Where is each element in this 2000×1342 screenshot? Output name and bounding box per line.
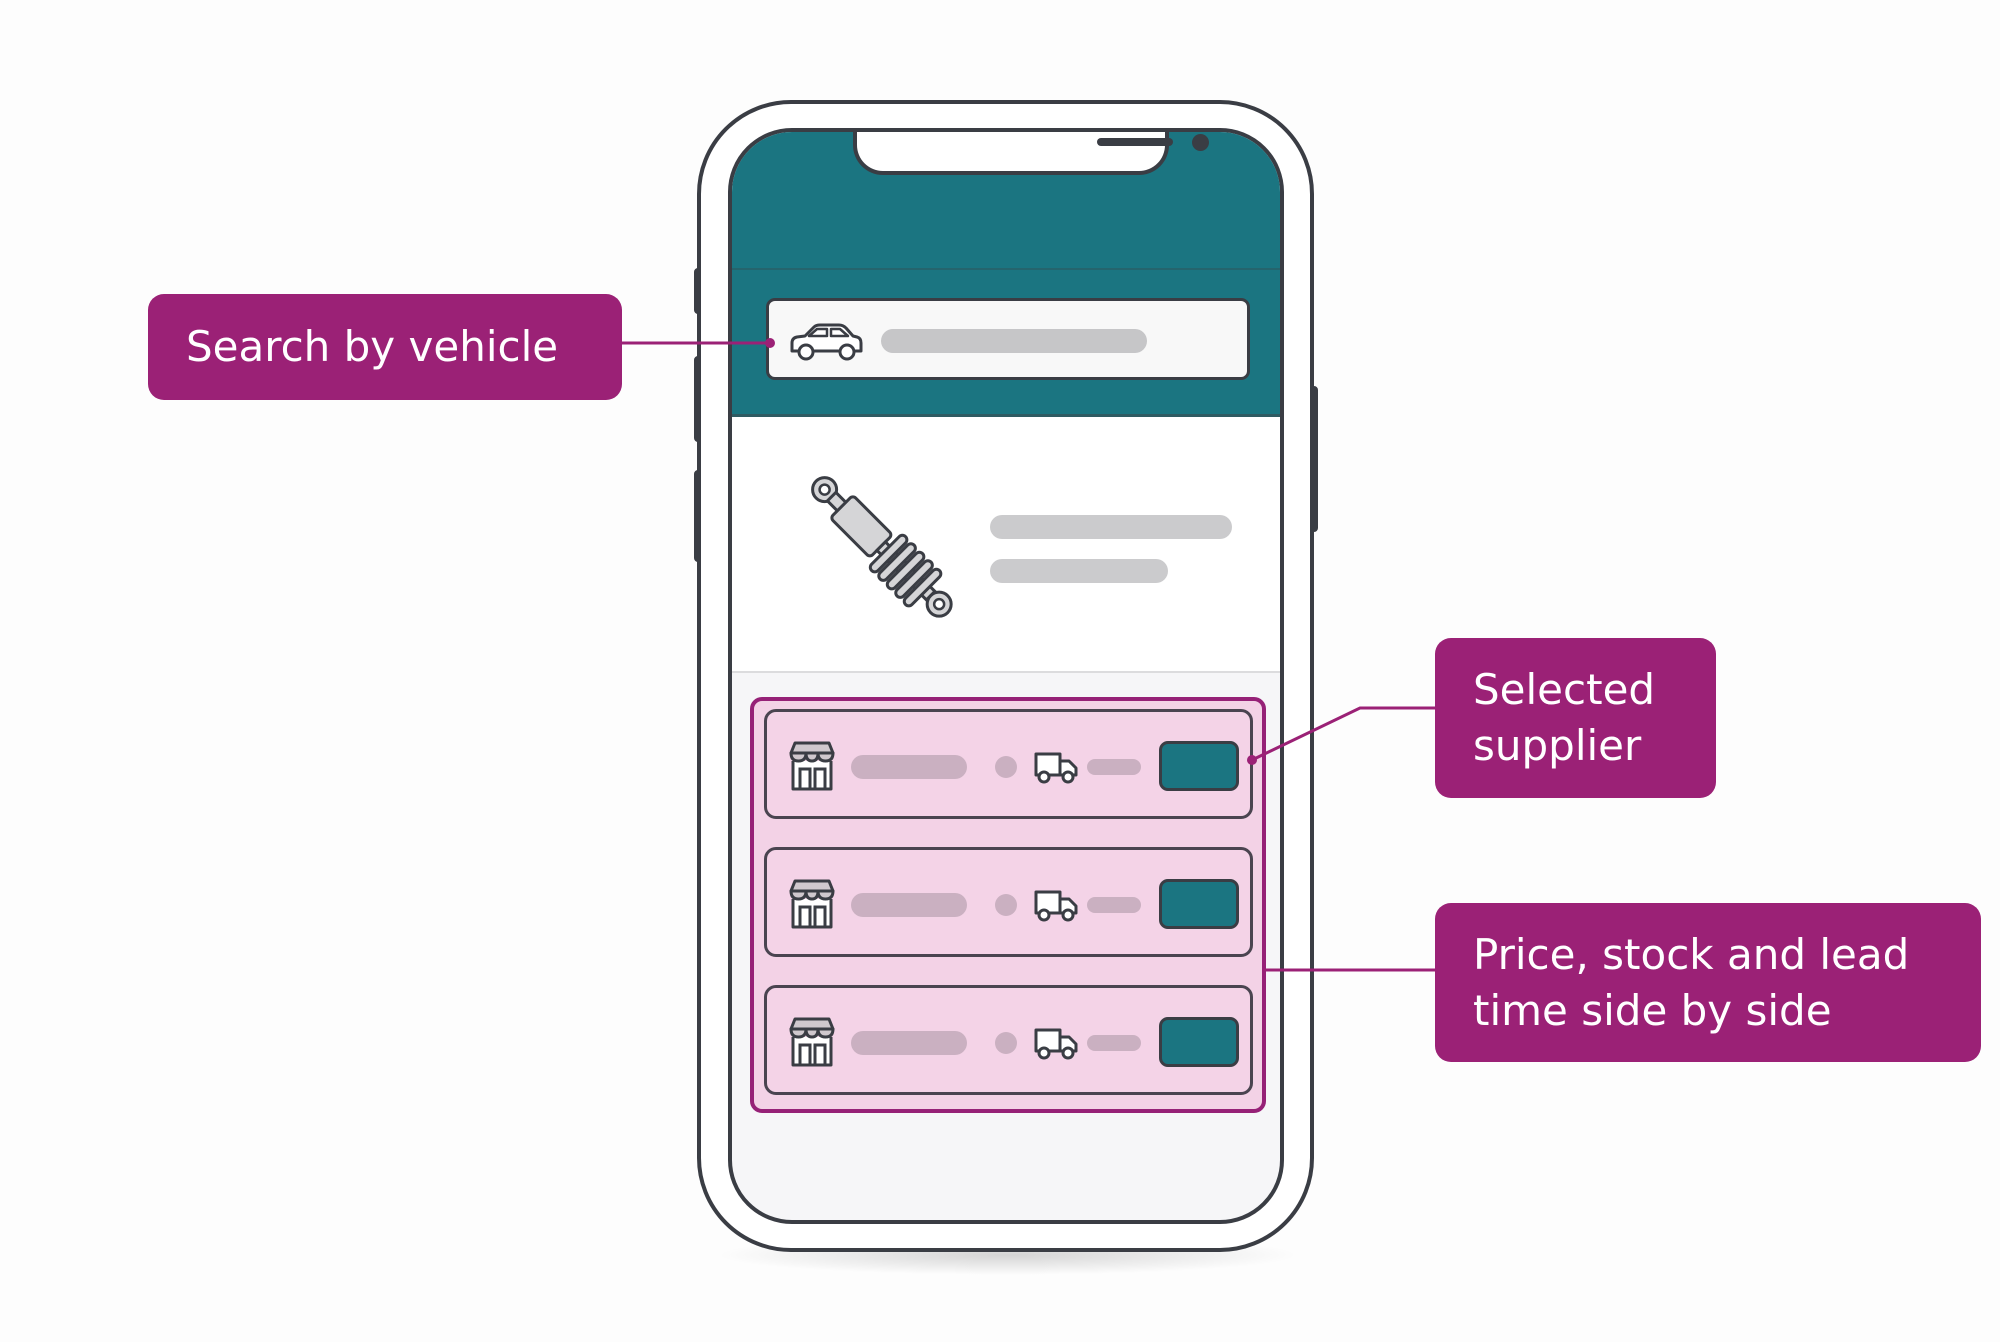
supplier-row[interactable] — [764, 985, 1253, 1095]
stock-indicator-dot — [995, 894, 1017, 916]
product-subtitle-placeholder — [990, 559, 1168, 583]
truck-icon — [1034, 890, 1078, 922]
lead-time-placeholder — [1087, 759, 1141, 775]
callout-search-by-vehicle: Search by vehicle — [148, 294, 622, 400]
supplier-comparison-list — [750, 697, 1266, 1113]
shock-absorber-icon — [811, 476, 953, 618]
speaker-grille — [1097, 138, 1173, 146]
front-camera — [1192, 134, 1209, 151]
product-card — [732, 417, 1280, 673]
lead-time-placeholder — [1087, 897, 1141, 913]
price-button[interactable] — [1159, 879, 1239, 929]
truck-icon — [1034, 1028, 1078, 1060]
search-placeholder-bar — [881, 329, 1147, 353]
supplier-name-placeholder — [851, 893, 967, 917]
supplier-row[interactable] — [764, 847, 1253, 957]
store-icon — [789, 1017, 835, 1067]
store-icon — [789, 879, 835, 929]
supplier-name-placeholder — [851, 1031, 967, 1055]
callout-selected-label: Selected supplier — [1473, 665, 1656, 770]
store-icon — [789, 741, 835, 791]
header-divider — [732, 268, 1280, 270]
callout-price-label: Price, stock and lead time side by side — [1473, 929, 1910, 1035]
price-button[interactable] — [1159, 1017, 1239, 1067]
supplier-row[interactable] — [764, 709, 1253, 819]
phone-notch — [853, 132, 1209, 175]
truck-icon — [1034, 752, 1078, 784]
vehicle-search-input[interactable] — [766, 298, 1250, 380]
stock-indicator-dot — [995, 756, 1017, 778]
car-icon — [790, 323, 863, 361]
product-title-placeholder — [990, 515, 1232, 539]
callout-selected-supplier: Selected supplier — [1435, 638, 1716, 798]
price-button[interactable] — [1159, 741, 1239, 791]
stock-indicator-dot — [995, 1032, 1017, 1054]
phone-screen — [728, 128, 1284, 1224]
supplier-name-placeholder — [851, 755, 967, 779]
callout-search-label: Search by vehicle — [186, 322, 559, 371]
callout-price-stock-lead-time: Price, stock and lead time side by side — [1435, 903, 1981, 1062]
lead-time-placeholder — [1087, 1035, 1141, 1051]
